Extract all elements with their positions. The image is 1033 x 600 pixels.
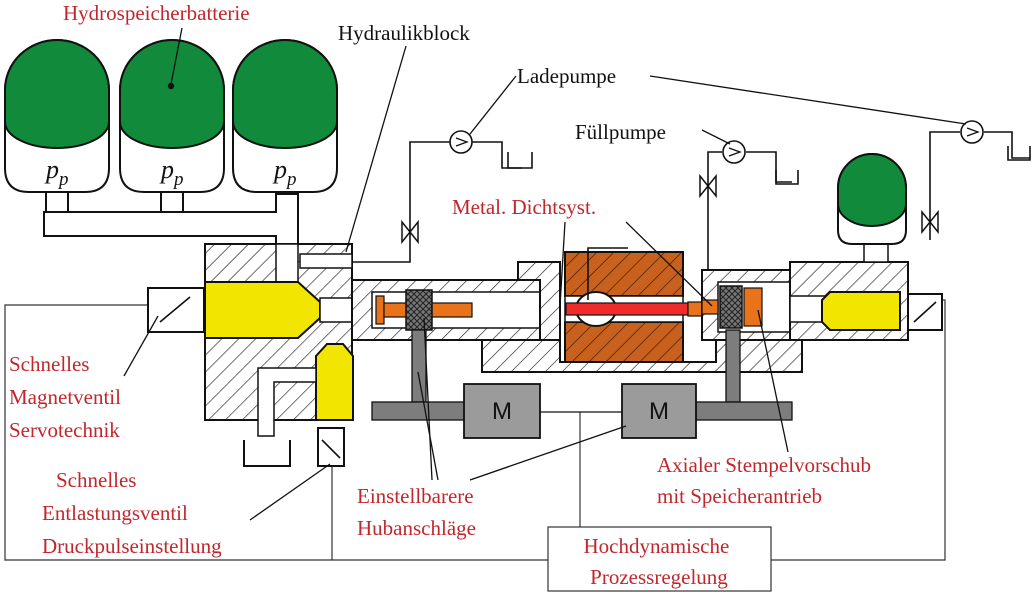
label-charge-pump: Ladepumpe (517, 64, 616, 88)
accumulator-3: pp (232, 39, 338, 193)
label-fill-pump: Füllpumpe (575, 120, 666, 144)
accumulator-1: pp (4, 39, 110, 213)
accumulator-right (837, 153, 907, 245)
stop-drive-rods (371, 329, 793, 421)
motor-left-label: M (492, 398, 512, 425)
check-valve-fill (699, 173, 717, 199)
label-axial-feed: Axialer Stempelvorschub mit Speicherantr… (657, 453, 876, 508)
charge-pump-right (960, 120, 984, 144)
label-fast-solenoid-valve: Schnelles Magnetventil Servotechnik (9, 352, 126, 442)
check-valve-left (401, 219, 419, 245)
die-lower (564, 321, 684, 363)
label-metal-seal: Metal. Dichtsyst. (452, 195, 596, 219)
label-process-control: Hochdynamische Prozessregelung (583, 534, 734, 589)
adjustable-stop-left (405, 289, 433, 331)
workpiece-tube (565, 302, 689, 316)
die-upper (564, 251, 684, 297)
adjustable-stop-right (719, 285, 743, 329)
left-cylinder (351, 279, 559, 341)
hydraulic-block (204, 243, 357, 437)
right-cylinder (701, 239, 909, 341)
pump-tanks (507, 146, 1031, 185)
accumulator-battery: pp pp pp (4, 39, 338, 283)
die-frame (481, 251, 803, 373)
label-fast-relief-valve: Schnelles Entlastungsventil Druckpulsein… (42, 468, 222, 558)
motor-right: M (621, 383, 697, 439)
charge-pump-left (449, 130, 473, 154)
pump-lines (352, 131, 1030, 300)
main-valve-body (204, 281, 321, 339)
relief-actuator (317, 427, 345, 467)
accumulator-1-pressure: pp (44, 155, 69, 190)
process-control-box (547, 526, 772, 592)
right-solenoid-actuator (907, 293, 943, 331)
check-valve-right (921, 209, 939, 235)
tank-symbol (243, 440, 291, 467)
label-adjustable-stops: Einstellbarere Hubanschläge (357, 484, 479, 540)
label-accumulator-battery: Hydrospeicherbatterie (63, 1, 250, 25)
accumulator-2-pressure: pp (159, 155, 184, 190)
fill-pump (722, 140, 746, 164)
solenoid-actuator (147, 287, 205, 333)
label-hydraulic-block: Hydraulikblock (338, 21, 470, 45)
motor-left: M (463, 383, 541, 439)
leader-lines (123, 27, 967, 521)
right-valve-body (821, 291, 901, 331)
motor-right-label: M (649, 398, 669, 425)
accumulator-2: pp (119, 39, 225, 213)
relief-valve-body (315, 343, 354, 421)
accumulator-3-pressure: pp (272, 155, 297, 190)
